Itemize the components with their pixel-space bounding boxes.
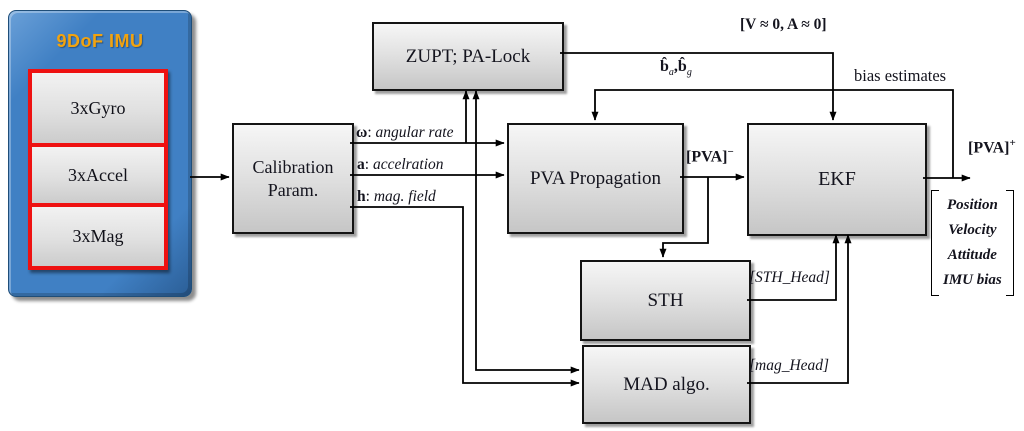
imu-title: 9DoF IMU: [56, 31, 144, 51]
imu-sensor-mag-label: 3xMag: [72, 226, 124, 246]
imu-sensor-accel: 3xAccel: [32, 143, 164, 203]
matrix-right-bracket: [1005, 190, 1014, 296]
matrix-row-imu-bias: IMU bias: [943, 272, 1002, 288]
imu-sensor-accel-label: 3xAccel: [68, 164, 128, 185]
accel-label: a: accelration: [357, 156, 444, 174]
ekf-label: EKF: [818, 168, 856, 190]
bias-estimates-label: bias estimates: [854, 66, 947, 85]
mag-desc: mag. field: [373, 188, 436, 205]
ekf-output-state-matrix: Position Velocity Attitude IMU bias: [931, 190, 1014, 296]
zupt-pa-lock-block: ZUPT; PA-Lock: [372, 22, 564, 91]
bias-hat-bg: b̂: [677, 58, 687, 75]
mag-head-label: [mag_Head]: [749, 357, 830, 374]
connector-zupt-to-ekf: [560, 52, 837, 121]
matrix-row-velocity: Velocity: [948, 222, 997, 238]
matrix-rows: Position Velocity Attitude IMU bias: [939, 190, 1006, 296]
accel-desc: accelration: [372, 156, 444, 173]
sth-block: STH: [580, 260, 751, 341]
accel-sep: :: [364, 156, 373, 173]
matrix-left-bracket: [931, 190, 939, 296]
pva-minus-base: [PVA]: [686, 148, 728, 166]
pva-plus-label: [PVA]+: [968, 137, 1016, 157]
pva-plus-base: [PVA]: [968, 139, 1010, 157]
imu-sensor-gyro: 3xGyro: [32, 73, 164, 143]
calibration-param-label: Calibration Param.: [253, 156, 334, 201]
pva-minus-label: [PVA]−: [686, 146, 734, 166]
calibration-param-block: Calibration Param.: [232, 123, 354, 234]
imu-block: 9DoF IMU 3xGyro 3xAccel 3xMag: [8, 10, 192, 297]
omega-symbol: ω: [356, 124, 368, 141]
zupt-pa-lock-label: ZUPT; PA-Lock: [405, 45, 531, 67]
sth-head-label: [STH_Head]: [749, 269, 830, 286]
pva-propagation-label: PVA Propagation: [529, 167, 662, 189]
accel-symbol: a: [357, 156, 365, 173]
imu-sensor-gyro-label: 3xGyro: [70, 97, 126, 118]
sth-label: STH: [647, 289, 684, 311]
mad-algo-block: MAD algo.: [582, 345, 751, 424]
calibration-line1: Calibration: [252, 157, 334, 177]
omega-angular-rate-label: ω: angular rate: [356, 124, 453, 142]
connector-sth-to-ekf: [747, 234, 840, 301]
omega-sep: :: [367, 124, 376, 141]
pva-plus-sup: +: [1009, 137, 1016, 149]
calibration-line2: Param.: [267, 179, 319, 200]
matrix-row-position: Position: [946, 197, 998, 213]
bias-hat-label: b̂a,b̂g: [660, 58, 692, 78]
matrix-row-attitude: Attitude: [947, 247, 997, 263]
imu-sensor-frame: 3xGyro 3xAccel 3xMag: [28, 69, 168, 270]
pva-propagation-block: PVA Propagation: [507, 123, 684, 234]
bias-hat-ba: b̂: [660, 58, 669, 75]
pva-minus-sup: −: [727, 146, 734, 158]
mad-algo-label: MAD algo.: [623, 373, 710, 395]
imu-sensor-mag: 3xMag: [32, 203, 164, 266]
bias-hat-sub-g: g: [686, 67, 692, 79]
zupt-flag-label: [V ≈ 0, A ≈ 0]: [740, 16, 827, 33]
ekf-block: EKF: [747, 123, 927, 236]
omega-desc: angular rate: [375, 124, 454, 141]
mag-symbol: h: [357, 188, 366, 205]
mag-sep: :: [365, 188, 374, 205]
mag-field-label: h: mag. field: [357, 188, 436, 206]
